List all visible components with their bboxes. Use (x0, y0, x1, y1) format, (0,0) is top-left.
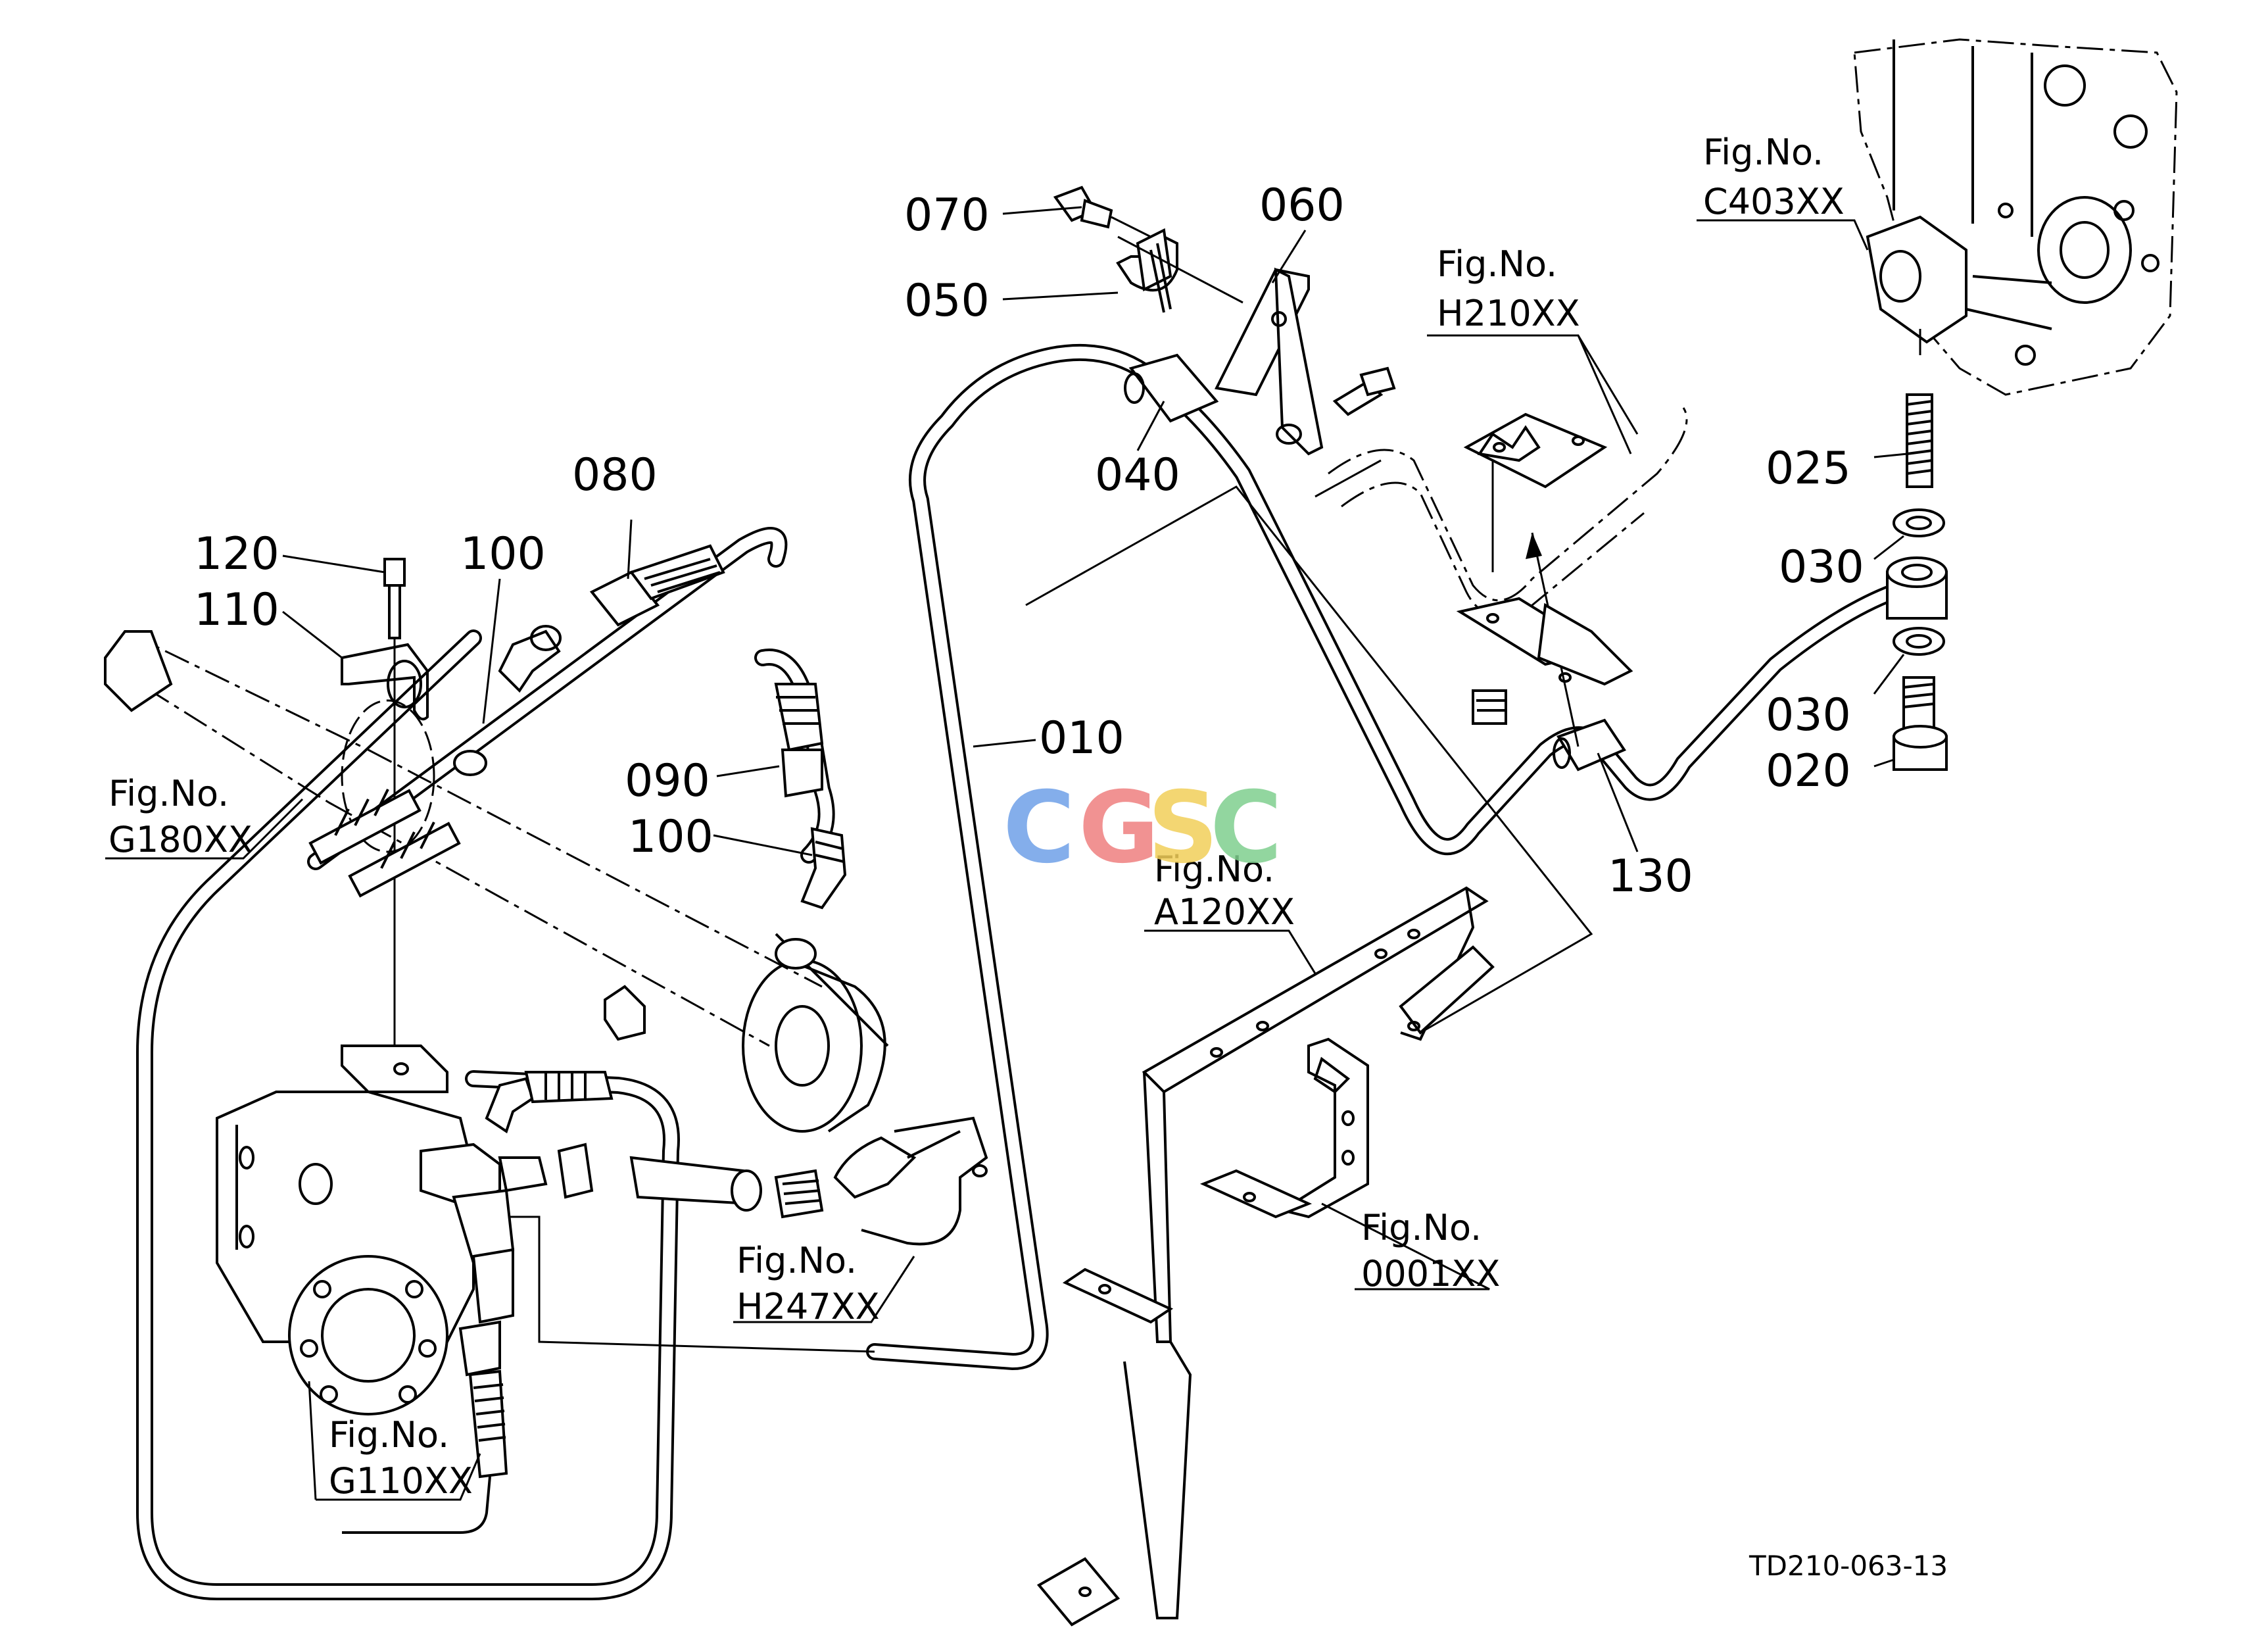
label-110: 110 (194, 584, 279, 636)
clip (604, 985, 646, 1041)
fig-h247-line2: H247XX (736, 1286, 880, 1327)
fig-h210-line2: H210XX (1437, 293, 1580, 334)
ref-line-h210 (1315, 459, 1382, 498)
label-070: 070 (904, 189, 990, 241)
fig-c403-line1: Fig.No. (1703, 132, 1823, 173)
fitting-080 (589, 544, 725, 627)
fig-h247-line1: Fig.No. (736, 1240, 857, 1281)
spring-025 (1906, 393, 1933, 488)
bracket-060 (1117, 235, 1324, 456)
label-030-upper: 030 (1779, 541, 1864, 593)
watermark-letter-2: G (1078, 771, 1159, 885)
washer-030-lower (1893, 627, 1945, 656)
pump-assembly (216, 1045, 515, 1534)
label-100-lower: 100 (628, 811, 713, 863)
label-020: 020 (1766, 745, 1851, 797)
label-025: 025 (1766, 443, 1851, 495)
elbow-100-upper (498, 625, 562, 693)
washer-030-upper (1893, 508, 1945, 537)
clamp-110 (341, 643, 429, 721)
watermark-letter-4: C (1210, 771, 1282, 885)
label-090: 090 (625, 755, 710, 807)
label-010: 010 (1039, 712, 1124, 764)
fig-c403-line2: C403XX (1703, 181, 1845, 222)
document-id: TD210-063-13 (1749, 1550, 1948, 1582)
bracket-0001 (1199, 1037, 1369, 1219)
label-120: 120 (194, 528, 279, 580)
frame-a120 (1036, 886, 1495, 1627)
fig-0001-line1: Fig.No. (1361, 1207, 1482, 1248)
hose-connectors (308, 750, 487, 898)
leader-lines (282, 206, 1908, 856)
label-040: 040 (1095, 449, 1180, 501)
fig-ref-leaders (105, 219, 1869, 1501)
label-130: 130 (1608, 850, 1693, 902)
label-030-lower: 030 (1766, 689, 1851, 741)
elbow-100-lower (775, 827, 847, 970)
bolt-070 (1053, 185, 1165, 245)
fig-a120-line1: Fig.No. (1154, 848, 1274, 890)
fig-g110-line1: Fig.No. (329, 1414, 449, 1456)
fig-g110-line2: G110XX (329, 1460, 473, 1502)
bolt-020 (1893, 676, 1948, 771)
hydraulic-cylinder (104, 630, 889, 1133)
pump-fittings-right (485, 1071, 988, 1246)
fig-h210-line1: Fig.No. (1437, 243, 1557, 285)
pipe-010 (866, 343, 1902, 1370)
label-080: 080 (572, 449, 658, 501)
fig-a120-line2: A120XX (1154, 891, 1295, 933)
valve-housing-c403 (1853, 38, 2178, 396)
label-060: 060 (1259, 180, 1345, 232)
label-100-upper: 100 (460, 528, 546, 580)
fig-0001-line2: 0001XX (1361, 1253, 1500, 1294)
clamp-040 (1124, 353, 1219, 423)
label-050: 050 (904, 275, 990, 327)
fig-g180-line2: G180XX (109, 819, 253, 860)
clamp-050 (1116, 228, 1178, 313)
bracket-h210 (1328, 407, 1688, 725)
ref-line-a120 (1025, 485, 1593, 1034)
fig-g180-line1: Fig.No. (109, 773, 229, 814)
bolt-small-060 (1332, 366, 1396, 416)
fitting-090 (774, 683, 824, 798)
banjo-fitting (1886, 556, 1948, 620)
watermark-letter-1: C (1003, 771, 1075, 885)
watermark-letter-3: S (1147, 771, 1218, 885)
watermark: C G S C (1003, 771, 1282, 885)
